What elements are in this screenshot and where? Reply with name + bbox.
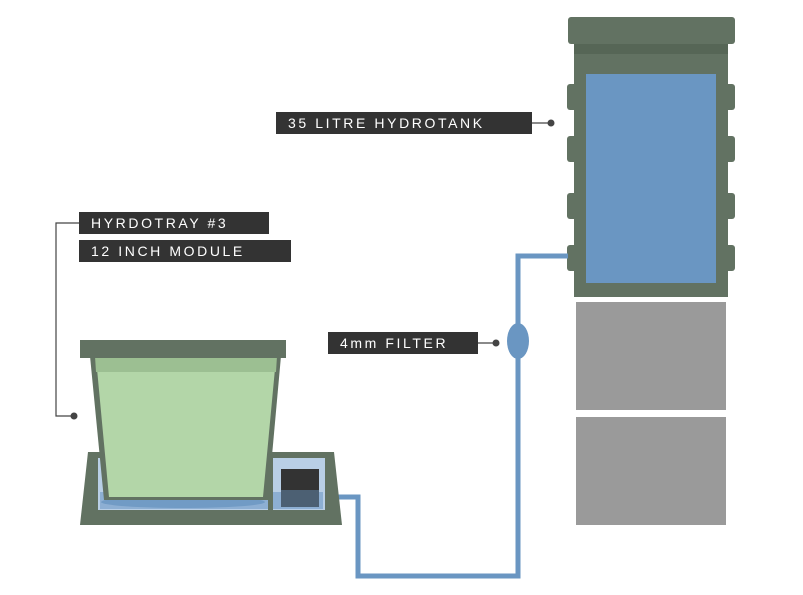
tank-leader-dot [547, 119, 555, 127]
hydrotray-title-label: HYRDOTRAY #3 [79, 212, 269, 234]
tray-leader-line [55, 222, 79, 417]
pump-water-overlay [281, 490, 319, 507]
tank-stand-block-lower [576, 417, 726, 525]
hydrotank-label: 35 LITRE HYDROTANK [276, 112, 532, 134]
tank-stand-block-upper [576, 302, 726, 410]
tank-lid-shadow [574, 44, 728, 54]
supply-pipe [316, 253, 568, 579]
tank-water [586, 74, 716, 283]
module-pot-fill [96, 358, 276, 497]
filter-icon [507, 323, 529, 359]
tank-lid [568, 17, 735, 44]
module-pot-fill-top [95, 356, 277, 372]
hydrotank [567, 17, 735, 297]
hydrotray [80, 340, 342, 525]
hydrotray-module-label: 12 INCH MODULE [79, 240, 291, 262]
filter-leader-dot [492, 339, 500, 347]
module-pot-rim [80, 340, 286, 358]
pump-compartment-wall [268, 458, 273, 510]
tray-leader-dot [70, 412, 78, 420]
pump-icon [281, 469, 319, 507]
filter-label: 4mm FILTER [328, 332, 478, 354]
